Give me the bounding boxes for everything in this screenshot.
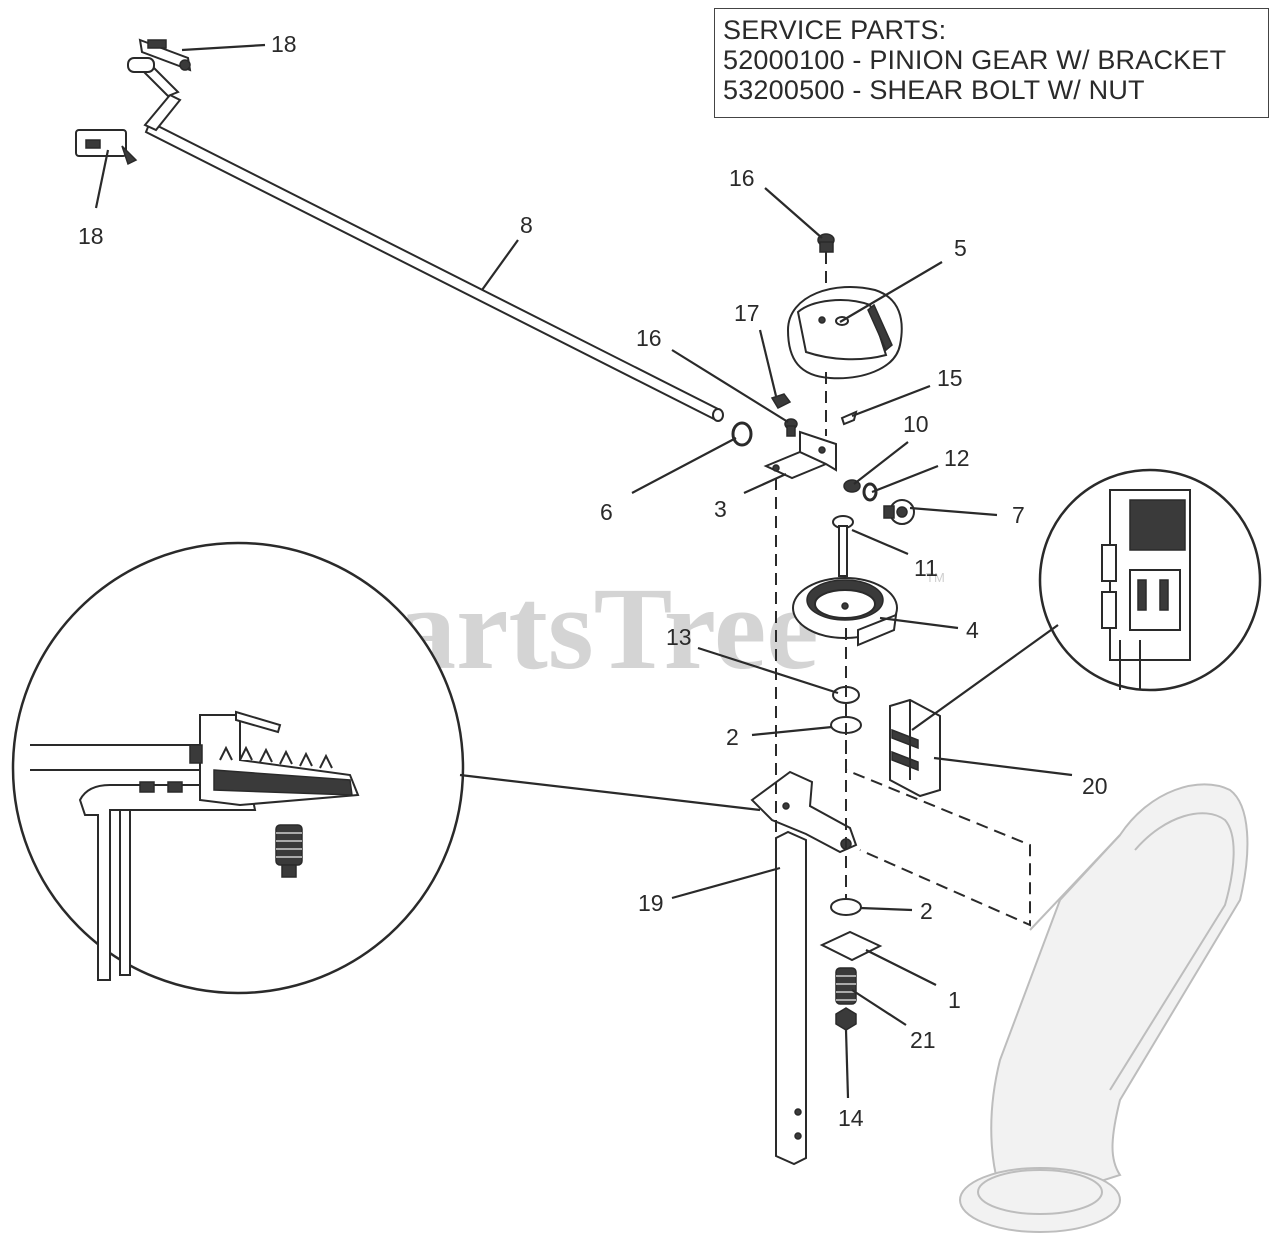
- callout-6: 6: [600, 499, 613, 525]
- part-1-plate: [819, 930, 883, 962]
- part-6-ring: [731, 421, 753, 447]
- part-16-screw-upper: [817, 233, 835, 253]
- inset-right-connector: [911, 624, 1059, 731]
- part-11-bolt: [832, 515, 854, 577]
- part-12-washer: [862, 482, 878, 502]
- part-5-cap: [786, 286, 903, 380]
- part-4-ring-gear: [792, 577, 898, 647]
- assembly-line-bracket: [845, 740, 1031, 927]
- part-20-bracket: [889, 698, 941, 798]
- part-17-nut: [770, 393, 792, 409]
- inset-left-connector: [459, 773, 761, 812]
- callout-18-lower: 18: [78, 223, 104, 249]
- detail-inset-left: [11, 541, 465, 995]
- part-2-washer-lower: [830, 898, 862, 916]
- callout-20: 20: [1082, 773, 1108, 799]
- callout-14: 14: [838, 1105, 864, 1131]
- part-7-pinion-gear: [883, 499, 915, 525]
- callout-16-upper: 16: [729, 165, 755, 191]
- callout-13: 13: [666, 624, 692, 650]
- callout-3: 3: [714, 496, 727, 522]
- callout-2-lower: 2: [920, 898, 933, 924]
- callout-7: 7: [1012, 502, 1025, 528]
- callout-1: 1: [948, 987, 961, 1013]
- callout-17: 17: [734, 300, 760, 326]
- leader-lines: [94, 43, 1073, 1099]
- callout-19: 19: [638, 890, 664, 916]
- part-19-post: [750, 770, 858, 1166]
- part-8-crank-rod: [127, 57, 724, 422]
- part-21-spring: [835, 967, 857, 1005]
- callout-12: 12: [944, 445, 970, 471]
- callout-11: 11: [914, 555, 938, 581]
- callout-18-upper: 18: [271, 31, 297, 57]
- service-part-2: 53200500 - SHEAR BOLT W/ NUT: [723, 75, 1145, 105]
- watermark-tm: TM: [926, 570, 945, 585]
- part-18-clip-lower: [75, 129, 138, 166]
- callout-15: 15: [937, 365, 963, 391]
- detail-inset-right: [1038, 468, 1262, 692]
- callout-10: 10: [903, 411, 929, 437]
- part-3-bracket: [763, 430, 837, 480]
- callout-4: 4: [966, 617, 979, 643]
- callout-2-upper: 2: [726, 724, 739, 750]
- service-part-1: 52000100 - PINION GEAR W/ BRACKET: [723, 45, 1227, 75]
- chute-ghost: [959, 783, 1249, 1233]
- callout-8: 8: [520, 212, 533, 238]
- part-15-pin: [840, 410, 858, 426]
- service-parts-heading: SERVICE PARTS:: [723, 15, 947, 45]
- service-parts-box: SERVICE PARTS: 52000100 - PINION GEAR W/…: [714, 8, 1269, 118]
- callout-21: 21: [910, 1027, 936, 1053]
- part-14-nut: [835, 1007, 857, 1031]
- callout-5: 5: [954, 235, 967, 261]
- part-18-clip-upper: [138, 38, 192, 72]
- callout-16-lower: 16: [636, 325, 662, 351]
